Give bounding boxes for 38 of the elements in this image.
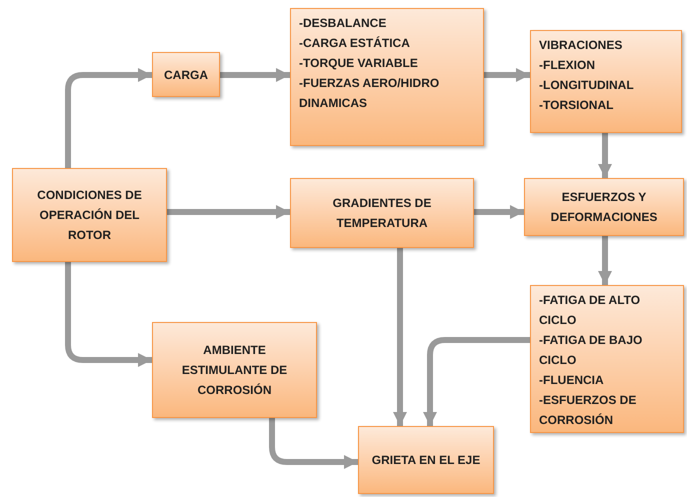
process-box [290, 178, 474, 248]
box-text: -FLUENCIA [539, 372, 604, 389]
arrow [598, 236, 612, 285]
box-text: -FATIGA DE BAJO CICLO [539, 332, 644, 369]
box-text: AMBIENTE ESTIMULANTE DE CORROSIÓN [180, 342, 288, 399]
arrow [393, 248, 407, 426]
box-text: CONDICIONES DE OPERACIÓN DEL ROTOR [36, 187, 143, 244]
box-text: GRIETA EN EL EJE [372, 452, 480, 469]
box-text: -TORSIONAL [539, 97, 614, 114]
process-box [524, 178, 684, 236]
arrow [167, 205, 290, 219]
arrow [269, 418, 358, 469]
box-text: -FATIGA DE ALTO CICLO [539, 292, 642, 329]
process-box [152, 322, 317, 418]
box-text: -LONGITUDINAL [539, 77, 634, 94]
box-text: -DESBALANCE [299, 15, 386, 32]
arrow [65, 68, 152, 168]
arrow [423, 337, 530, 426]
process-box [358, 426, 494, 494]
box-text: GRADIENTES DE TEMPERATURA [332, 195, 432, 232]
box-text: ESFUERZOS Y DEFORMACIONES [550, 189, 658, 226]
process-box [530, 30, 682, 133]
arrow [220, 68, 290, 82]
process-box [152, 52, 220, 97]
arrow [65, 262, 152, 367]
arrow [474, 205, 524, 219]
arrow [598, 133, 612, 178]
box-text: VIBRACIONES [539, 37, 622, 54]
process-box [530, 285, 684, 433]
box-text: -FLEXION [539, 57, 595, 74]
arrow [484, 68, 530, 82]
box-text: -ESFUERZOS DE CORROSIÓN [539, 392, 638, 429]
process-box [12, 168, 167, 262]
process-box [290, 8, 484, 146]
box-text: -TORQUE VARIABLE [299, 55, 418, 72]
box-text: -FUERZAS AERO/HIDRO DINAMICAS [299, 75, 440, 112]
box-text: -CARGA ESTÁTICA [299, 35, 410, 52]
box-text: CARGA [164, 66, 208, 84]
